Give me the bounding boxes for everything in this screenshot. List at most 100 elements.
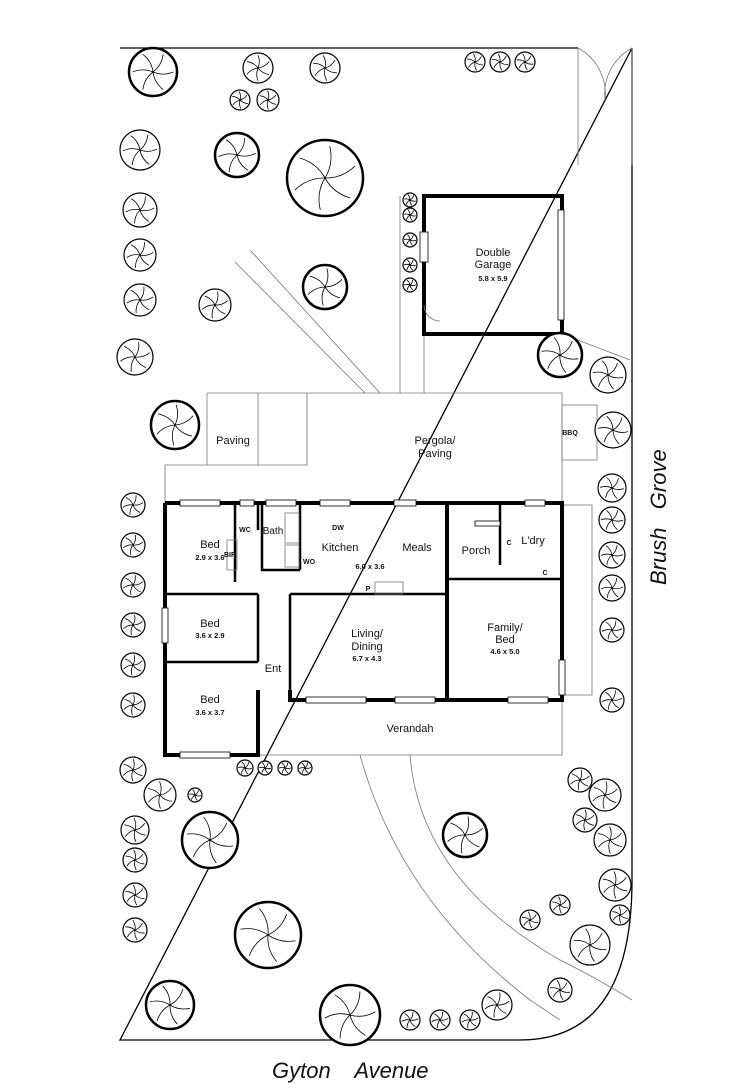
room-meals: Meals bbox=[402, 542, 432, 554]
tree-icon bbox=[120, 532, 146, 558]
tree-icon bbox=[120, 692, 146, 718]
garage-label-2: Garage bbox=[475, 259, 512, 271]
tree-icon bbox=[180, 810, 240, 870]
tree-icon bbox=[120, 815, 150, 845]
tree-icon bbox=[285, 138, 365, 218]
tree-icon bbox=[123, 238, 157, 272]
bath-label: Bath bbox=[263, 526, 284, 537]
tree-icon bbox=[597, 473, 627, 503]
tree-icon bbox=[609, 904, 631, 926]
room-family: Family/ bbox=[487, 622, 523, 634]
lot-boundary bbox=[118, 47, 633, 1041]
pantry-label: P bbox=[366, 586, 371, 593]
tree-icon bbox=[569, 924, 611, 966]
tree-icon bbox=[402, 232, 418, 248]
tree-icon bbox=[567, 767, 593, 793]
tree-icon bbox=[549, 894, 571, 916]
room-family-2: Bed bbox=[495, 634, 515, 646]
tree-icon bbox=[119, 756, 147, 784]
tree-icon bbox=[122, 917, 148, 943]
room-family-dims: 4.6 x 5.0 bbox=[490, 647, 519, 656]
cupboard-label: C bbox=[506, 540, 511, 547]
dw-label: DW bbox=[332, 525, 344, 532]
room-living-dims: 6.7 x 4.3 bbox=[352, 654, 381, 663]
tree-icon bbox=[297, 760, 313, 776]
bbq-label: BBQ bbox=[562, 430, 578, 437]
pergola-paving bbox=[164, 392, 563, 503]
garage-label: Double bbox=[476, 247, 511, 259]
tree-icon bbox=[598, 541, 626, 569]
tree-icon bbox=[149, 399, 201, 451]
paving-label: Paving bbox=[216, 435, 250, 447]
tree-icon bbox=[122, 882, 148, 908]
tree-icon bbox=[213, 131, 261, 179]
pergola-label-2: Paving bbox=[418, 448, 452, 460]
tree-icon bbox=[441, 811, 489, 859]
room-bed-2-dims: 3.6 x 2.9 bbox=[195, 631, 224, 640]
tree-icon bbox=[464, 51, 486, 73]
tree-icon bbox=[301, 263, 349, 311]
tree-icon bbox=[144, 979, 196, 1031]
tree-icon bbox=[481, 989, 513, 1021]
tree-icon bbox=[589, 356, 627, 394]
room-laundry: L'dry bbox=[521, 535, 545, 547]
tree-icon bbox=[489, 51, 511, 73]
tree-icon bbox=[599, 617, 625, 643]
gate bbox=[577, 47, 633, 165]
tree-icon bbox=[402, 277, 418, 293]
tree-icon bbox=[459, 1009, 481, 1031]
tree-icon bbox=[116, 338, 154, 376]
driveway bbox=[234, 196, 633, 1021]
tree-icon bbox=[256, 88, 280, 112]
tree-icon bbox=[402, 207, 418, 223]
tree-icon bbox=[402, 192, 418, 208]
house-walls bbox=[161, 499, 566, 759]
room-porch: Porch bbox=[462, 545, 491, 557]
room-bed-2: Bed bbox=[200, 618, 220, 630]
room-bed-1: Bed bbox=[200, 539, 220, 551]
room-living-2: Dining bbox=[351, 641, 382, 653]
tree-icon bbox=[198, 288, 232, 322]
tree-icon bbox=[402, 257, 418, 273]
garage-dims: 5.8 x 5.9 bbox=[478, 274, 507, 283]
tree-icon bbox=[598, 574, 626, 602]
tree-icon bbox=[120, 492, 146, 518]
tree-icon bbox=[127, 46, 179, 98]
pergola-label: Pergola/ bbox=[415, 435, 457, 447]
room-entry: Ent bbox=[265, 663, 282, 675]
tree-icon bbox=[429, 1009, 451, 1031]
tree-icon bbox=[233, 900, 303, 970]
tree-icon bbox=[123, 283, 157, 317]
tree-icon bbox=[572, 807, 598, 833]
tree-icon bbox=[120, 612, 146, 638]
tree-icon bbox=[122, 847, 148, 873]
wc-label: WC bbox=[239, 527, 251, 534]
tree-icon bbox=[594, 411, 632, 449]
room-living: Living/ bbox=[351, 628, 384, 640]
tree-icon bbox=[120, 572, 146, 598]
tree-icon bbox=[399, 1009, 421, 1031]
kitchen-meals-dims: 6.0 x 3.6 bbox=[355, 562, 384, 571]
trees bbox=[116, 46, 632, 1047]
room-bed-3: Bed bbox=[200, 694, 220, 706]
tree-icon bbox=[187, 787, 203, 803]
tree-icon bbox=[277, 760, 293, 776]
tree-icon bbox=[514, 51, 536, 73]
tree-icon bbox=[598, 506, 626, 534]
tree-icon bbox=[120, 652, 146, 678]
street-gyton-avenue: Gyton Avenue bbox=[272, 1058, 429, 1083]
tree-icon bbox=[318, 983, 382, 1047]
tree-icon bbox=[547, 977, 573, 1003]
tree-icon bbox=[593, 823, 627, 857]
tree-icon bbox=[519, 909, 541, 931]
cupboard-label-2: C bbox=[542, 570, 547, 577]
tree-icon bbox=[588, 778, 622, 812]
room-kitchen: Kitchen bbox=[322, 542, 359, 554]
tree-icon bbox=[242, 52, 274, 84]
tree-icon bbox=[236, 759, 254, 777]
tree-icon bbox=[143, 778, 177, 812]
bir-label: BIR bbox=[224, 552, 236, 559]
tree-icon bbox=[257, 760, 273, 776]
verandah-label: Verandah bbox=[386, 723, 433, 735]
